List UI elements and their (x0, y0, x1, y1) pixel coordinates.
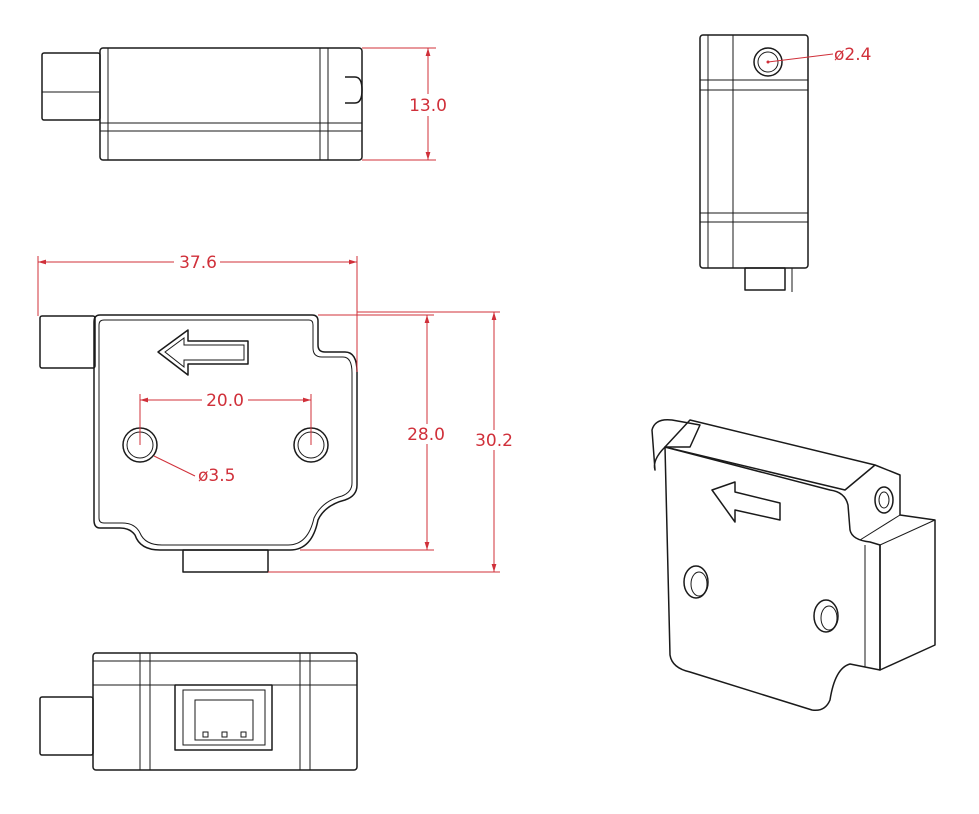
isometric-view (651, 418, 936, 712)
pin-hole (753, 47, 783, 77)
arrow-icon (157, 329, 249, 376)
side-view: ø2.4 (699, 34, 871, 292)
bottom-view (39, 652, 358, 771)
dim-height: 13.0 (409, 96, 447, 116)
dim-overall-width: 37.6 (179, 253, 217, 273)
top-view: 13.0 (41, 47, 452, 161)
dim-mount-hole: ø3.5 (198, 466, 235, 486)
dim-overall-height: 30.2 (475, 431, 513, 451)
connector (174, 684, 273, 751)
dim-body-height: 28.0 (407, 425, 445, 445)
dim-hole-spacing: 20.0 (206, 391, 244, 411)
dim-pin-hole: ø2.4 (834, 45, 871, 65)
arrow-icon-iso (711, 481, 781, 523)
front-view: 37.6 20.0 28.0 30.2 ø3.5 (37, 252, 517, 573)
